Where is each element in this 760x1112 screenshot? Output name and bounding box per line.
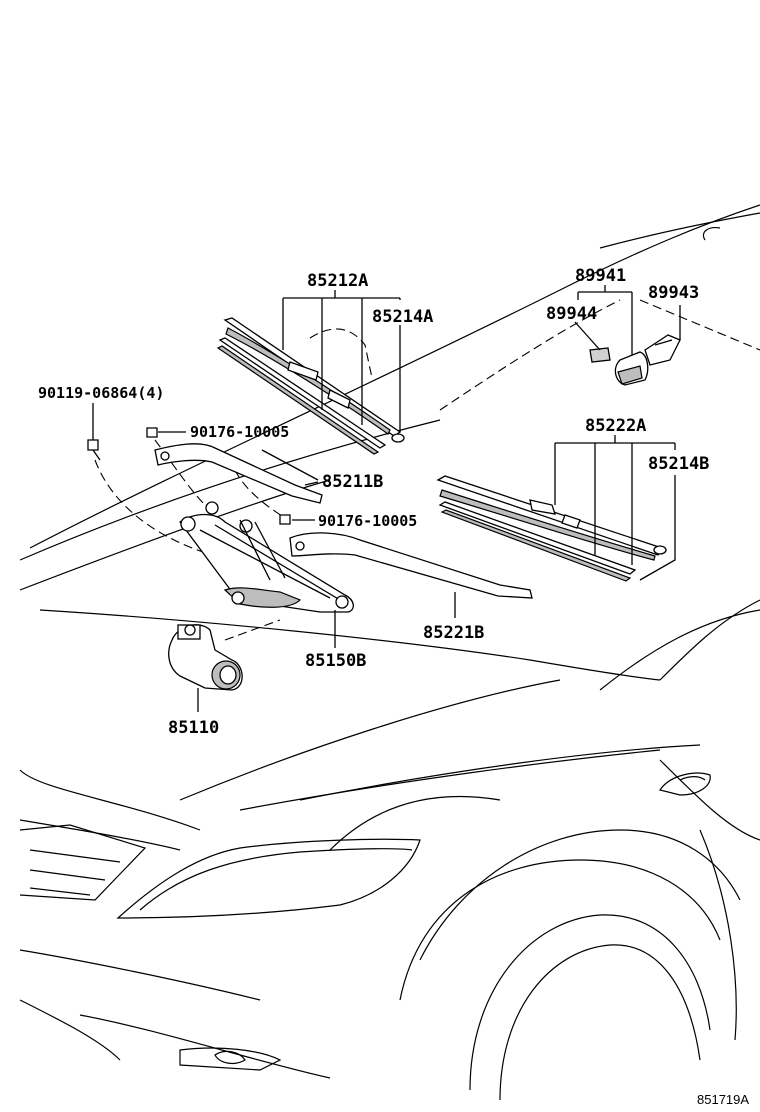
wiper-blade-85212A <box>216 317 405 455</box>
part-label-85150B: 85150B <box>305 651 366 671</box>
wiper-arm-85211B <box>154 443 323 504</box>
figure-code: 851719A <box>697 1092 749 1107</box>
part-label-90176-10005-lower: 90176-10005 <box>318 512 417 530</box>
part-label-89943: 89943 <box>648 283 699 303</box>
part-label-90119-06864: 90119-06864(4) <box>38 384 164 402</box>
part-label-85212A: 85212A <box>307 271 368 291</box>
part-label-85214A: 85214A <box>372 307 433 327</box>
part-label-85211B: 85211B <box>322 472 383 492</box>
wiper-motor-85110 <box>168 624 243 691</box>
part-label-85214B: 85214B <box>648 454 709 474</box>
part-label-85110: 85110 <box>168 718 219 738</box>
part-label-85222A: 85222A <box>585 416 646 436</box>
wiper-linkage-85150B <box>179 501 354 613</box>
wiper-blade-85222A <box>436 475 667 582</box>
fasteners <box>87 427 291 525</box>
wiper-arm-85221B <box>289 532 533 599</box>
part-label-89944: 89944 <box>546 304 597 324</box>
nozzle-assembly-89941 <box>589 334 681 386</box>
leader-lines <box>92 285 681 712</box>
part-label-90176-10005-upper: 90176-10005 <box>190 423 289 441</box>
car-body-outline <box>19 204 760 1101</box>
part-label-85221B: 85221B <box>423 623 484 643</box>
part-label-89941: 89941 <box>575 266 626 286</box>
